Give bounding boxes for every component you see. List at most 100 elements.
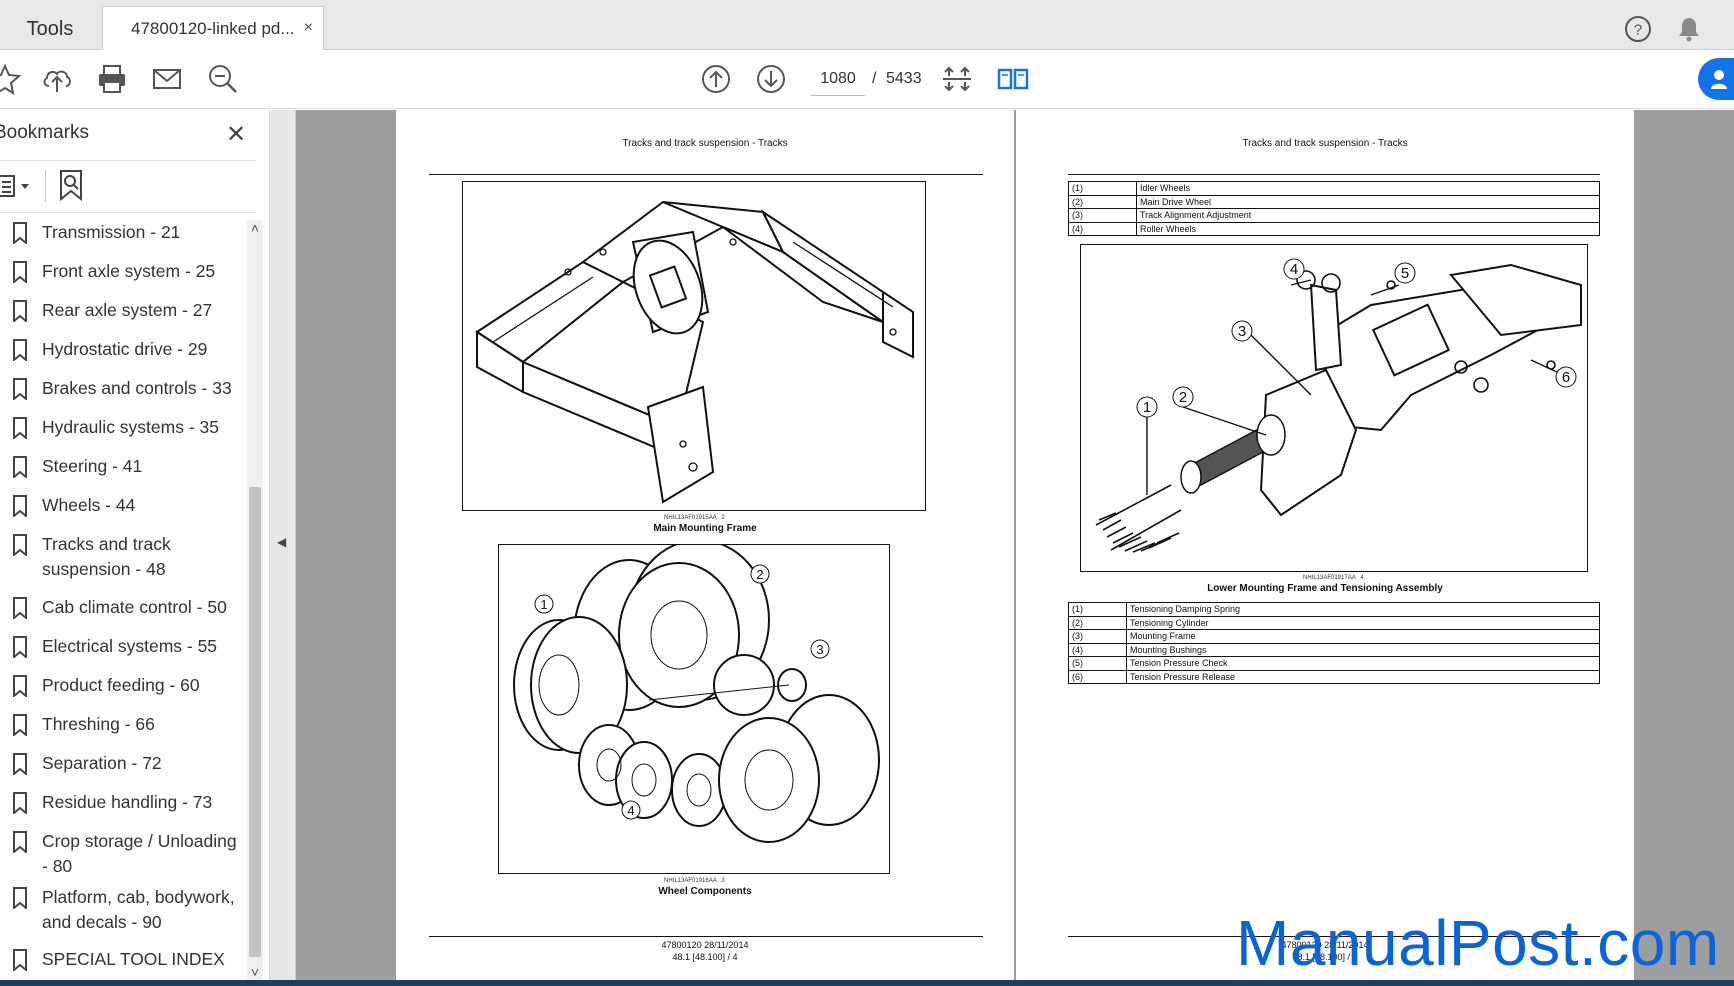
figure-main-mounting-frame (462, 181, 926, 511)
svg-text:1: 1 (1143, 399, 1151, 416)
help-icon[interactable]: ? (1624, 15, 1652, 43)
bookmark-label: Platform, cab, bodywork, and decals - 90 (42, 887, 235, 932)
svg-text:2: 2 (756, 567, 763, 582)
page-separator: / (872, 70, 877, 87)
legend-label: Roller Wheels (1136, 221, 1600, 236)
legend-number: (5) (1068, 656, 1127, 671)
figure-lower-mounting-frame: 1 2 3 4 5 6 (1080, 244, 1588, 572)
figure-code: NHIL13AF01915AA 2 (664, 515, 725, 521)
bookmark-icon (13, 949, 27, 971)
legend-number: (1) (1068, 602, 1127, 617)
page-number-input[interactable] (811, 62, 865, 96)
figure-caption: Lower Mounting Frame and Tensioning Asse… (1207, 583, 1443, 594)
bookmark-icon (13, 675, 27, 697)
legend-row: (1)Tensioning Damping Spring (1068, 602, 1600, 617)
figure-code: NHIL13AF01916AA 3 (664, 878, 725, 884)
tab-document[interactable]: 47800120-linked pd... × (102, 6, 324, 51)
svg-text:4: 4 (1290, 261, 1298, 278)
bookmark-icon (13, 378, 27, 400)
fit-page-icon[interactable] (940, 62, 974, 96)
page-total: 5433 (886, 70, 922, 87)
tab-tools[interactable]: Tools (26, 17, 74, 40)
figure-code: NHIL13AF01917AA 4 (1303, 575, 1364, 581)
scroll-down-arrow[interactable]: ˅ (250, 964, 260, 980)
legend-row: (6)Tension Pressure Release (1068, 669, 1600, 684)
tensioning-drawing: 1 2 3 4 5 6 (1095, 258, 1582, 553)
bookmark-icon (13, 495, 27, 517)
bookmark-icon (13, 417, 27, 439)
print-icon[interactable] (95, 62, 129, 96)
zoom-search-icon[interactable] (206, 62, 240, 96)
two-page-view-icon[interactable] (996, 62, 1030, 96)
bookmark-label: Crop storage / Unloading - 80 (42, 831, 237, 876)
footer-rule (429, 936, 983, 937)
legend-row: (3)Track Alignment Adjustment (1068, 208, 1600, 223)
legend-table-wheels: (1)Idler Wheels(2)Main Drive Wheel(3)Tra… (1068, 181, 1600, 236)
page-footer-date: 47800120 28/11/2014 (661, 940, 749, 950)
bookmark-label: Product feeding - 60 (42, 675, 200, 695)
bookmark-label: Hydraulic systems - 35 (42, 417, 219, 437)
collapse-arrow-icon: ◀ (277, 535, 287, 549)
bookmark-label: Electrical systems - 55 (42, 636, 218, 656)
bookmark-label: Separation - 72 (42, 753, 162, 773)
figure-caption: Wheel Components (658, 886, 752, 897)
bookmark-label: Brakes and controls - 33 (42, 378, 232, 398)
legend-number: (2) (1068, 194, 1137, 209)
cloud-upload-icon[interactable] (40, 62, 74, 96)
pdf-page-left: Tracks and track suspension - Tracks (396, 110, 1014, 986)
previous-page-icon[interactable] (699, 62, 733, 96)
legend-row: (2)Tensioning Cylinder (1068, 615, 1600, 630)
email-icon[interactable] (150, 62, 184, 96)
footer-rule (1068, 936, 1600, 937)
panel-close-button[interactable]: ✕ (226, 121, 247, 148)
frame-drawing (475, 200, 914, 504)
tab-close-button[interactable]: × (303, 19, 313, 36)
legend-number: (4) (1068, 221, 1137, 236)
header-rule (1068, 174, 1600, 175)
bookmark-icon (13, 597, 27, 619)
bookmark-scrollbar[interactable]: ˄ ˅ (247, 220, 263, 986)
legend-row: (4)Mounting Bushings (1068, 642, 1600, 657)
legend-number: (3) (1068, 208, 1137, 223)
legend-label: Tension Pressure Release (1126, 669, 1600, 684)
legend-label: Mounting Bushings (1126, 642, 1600, 657)
scroll-up-arrow[interactable]: ˄ (250, 220, 260, 236)
next-page-icon[interactable] (754, 62, 788, 96)
legend-label: Tension Pressure Check (1126, 656, 1600, 671)
star-icon[interactable] (0, 62, 22, 96)
bookmark-icon (13, 831, 27, 853)
legend-row: (4)Roller Wheels (1068, 221, 1600, 236)
svg-text:2: 2 (1179, 389, 1187, 406)
bookmark-icon (13, 714, 27, 736)
scroll-thumb[interactable] (249, 487, 261, 957)
legend-table-tensioning: (1)Tensioning Damping Spring(2)Tensionin… (1068, 602, 1600, 684)
panel-title: Bookmarks (0, 122, 90, 143)
new-bookmark-icon[interactable] (56, 168, 86, 202)
bell-icon[interactable] (1676, 15, 1702, 43)
bookmark-label: Threshing - 66 (42, 714, 155, 734)
bookmark-icon (13, 792, 27, 814)
header-rule (429, 174, 983, 175)
svg-text:5: 5 (1401, 265, 1409, 282)
divider (0, 212, 256, 213)
bookmark-options-icon[interactable] (0, 170, 36, 202)
bookmark-icon (13, 261, 27, 283)
svg-text:3: 3 (1238, 323, 1246, 340)
bookmark-icon (13, 456, 27, 478)
legend-label: Main Drive Wheel (1136, 194, 1600, 209)
share-button[interactable] (1698, 58, 1734, 100)
bookmark-label: SPECIAL TOOL INDEX (42, 949, 225, 969)
legend-label: Track Alignment Adjustment (1136, 208, 1600, 223)
bookmark-label: Hydrostatic drive - 29 (42, 339, 208, 359)
page-footer-number: 48.1 [48.100] / 4 (672, 952, 738, 962)
panel-collapse-handle[interactable]: ◀ (270, 110, 296, 986)
page-header: Tracks and track suspension - Tracks (622, 138, 788, 149)
legend-row: (3)Mounting Frame (1068, 629, 1600, 644)
bookmark-icon (13, 753, 27, 775)
legend-label: Mounting Frame (1126, 629, 1600, 644)
toolbar: / 5433 (0, 50, 1734, 109)
bookmark-icon (13, 887, 27, 909)
svg-text:?: ? (1634, 22, 1642, 39)
